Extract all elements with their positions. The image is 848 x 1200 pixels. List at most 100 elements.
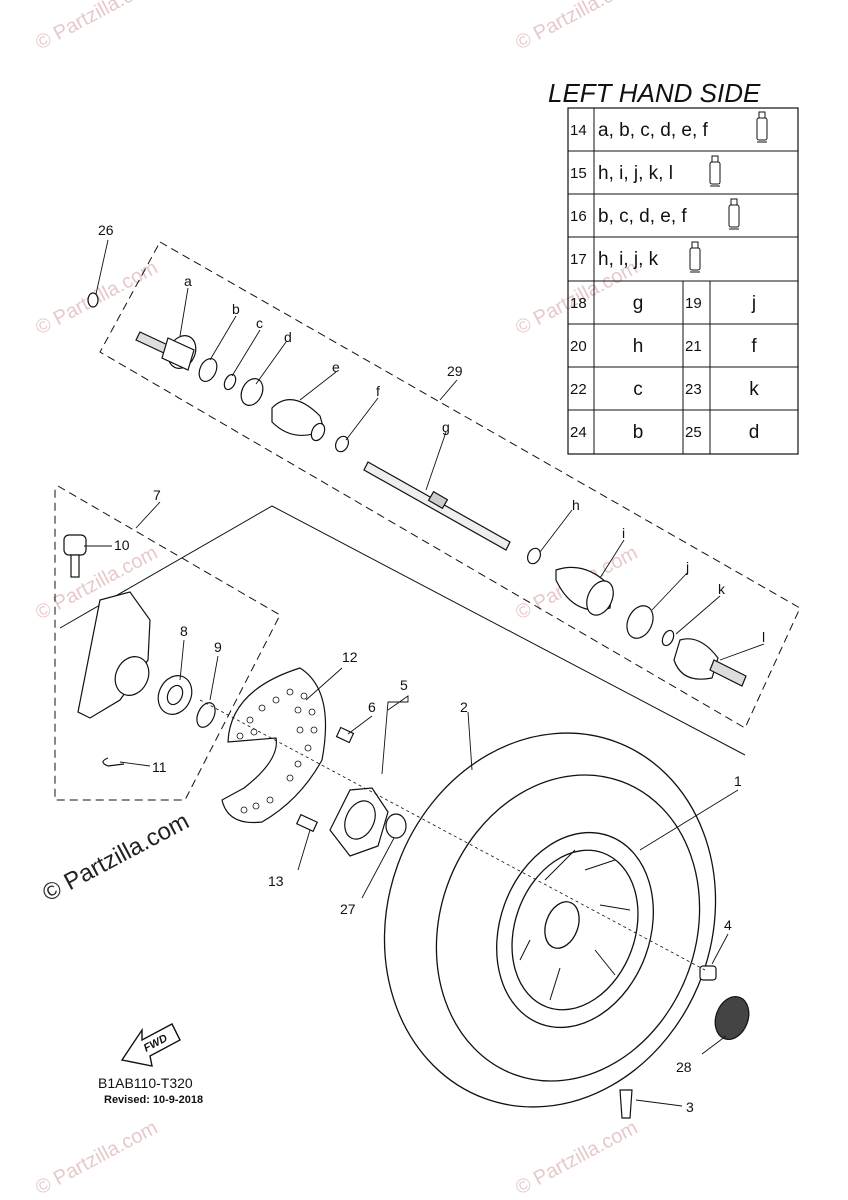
grease-tube-icon — [709, 155, 721, 187]
callout-7: 7 — [153, 487, 161, 503]
drive-shaft-group-outline — [99, 241, 801, 729]
callout-c: c — [256, 315, 263, 331]
nut-part-4 — [699, 965, 717, 981]
knuckle-parts — [63, 534, 216, 767]
watermark: © Partzilla.com — [32, 0, 161, 54]
callout-a: a — [184, 273, 192, 289]
leader-lines — [84, 239, 765, 1107]
tire-part-2 — [383, 732, 717, 1108]
ball-joint-part-10 — [63, 534, 87, 578]
watermark: © Partzilla.com — [512, 0, 641, 54]
watermark-main: © Partzilla.com — [38, 808, 193, 908]
callout-28: 28 — [676, 1059, 692, 1075]
table-cell-letter: h — [633, 336, 644, 357]
wheel-rim-part-1 — [496, 831, 654, 1029]
brake-disc-part-12 — [221, 667, 327, 824]
callout-8: 8 — [180, 623, 188, 639]
boot-part-i — [555, 566, 614, 616]
left-hand-side-table: LEFT HAND SIDE 14 a, b, c, d, e, f 15 h,… — [548, 78, 799, 455]
grease-tube-icon — [689, 241, 701, 273]
callout-b: b — [232, 301, 240, 317]
callout-3: 3 — [686, 1099, 694, 1115]
band-part-h — [526, 547, 542, 565]
table-row-letters: h, i, j, k, l — [598, 163, 673, 184]
callout-27: 27 — [340, 901, 356, 917]
callout-9: 9 — [214, 639, 222, 655]
steering-knuckle — [77, 591, 151, 719]
table-cell-number: 24 — [570, 424, 587, 441]
bolt-part-13 — [295, 813, 319, 833]
grease-tube-icon — [756, 111, 768, 143]
callout-13: 13 — [268, 873, 284, 889]
table-row-number: 15 — [570, 165, 587, 182]
callout-1: 1 — [734, 773, 742, 789]
callout-k: k — [718, 581, 726, 597]
callout-f: f — [376, 383, 380, 399]
callouts: 26 a b c d e f 29 g h i j k l 7 10 8 9 1… — [98, 222, 765, 1115]
band-part-f — [334, 435, 350, 453]
boot-part-e — [271, 399, 326, 442]
circlip-part-26 — [87, 292, 99, 308]
circlip-part-9 — [196, 702, 216, 728]
table-cell-number: 19 — [685, 295, 702, 312]
hub-parts — [295, 726, 407, 857]
valve-part-3 — [619, 1089, 633, 1119]
table-cell-letter: g — [633, 293, 644, 314]
callout-4: 4 — [724, 917, 732, 933]
table-row-number: 14 — [570, 122, 587, 139]
table-cell-number: 21 — [685, 338, 702, 355]
table-row-letters: h, i, j, k — [598, 249, 659, 270]
table-title: LEFT HAND SIDE — [548, 78, 761, 108]
watermark: © Partzilla.com — [32, 1117, 161, 1200]
band-part-d — [240, 378, 264, 406]
circlip-part-c — [223, 373, 237, 391]
watermark: © Partzilla.com — [512, 1117, 641, 1200]
table-cell-number: 22 — [570, 381, 587, 398]
callout-h: h — [572, 497, 580, 513]
callout-d: d — [284, 329, 292, 345]
revised-date: Revised: 10-9-2018 — [104, 1094, 203, 1106]
table-row-letters: a, b, c, d, e, f — [598, 120, 709, 141]
callout-10: 10 — [114, 537, 130, 553]
table-row-number: 16 — [570, 208, 587, 225]
table-row-letters: b, c, d, e, f — [598, 206, 687, 227]
hub-cap-part-28 — [714, 996, 750, 1040]
table-cell-letter: d — [749, 422, 760, 443]
bolt-part-6 — [335, 726, 355, 744]
drive-shaft-parts — [87, 292, 747, 687]
wheel-assembly-outline — [59, 505, 746, 756]
table-cell-number: 18 — [570, 295, 587, 312]
collar-part-27 — [385, 813, 407, 839]
table-cell-number: 23 — [685, 381, 702, 398]
outer-joint-part-l — [673, 638, 747, 687]
callout-2: 2 — [460, 699, 468, 715]
callout-26: 26 — [98, 222, 114, 238]
shaft-part-g — [363, 461, 511, 551]
callout-12: 12 — [342, 649, 358, 665]
cotter-pin-part-11 — [102, 757, 125, 767]
callout-j: j — [685, 559, 689, 575]
table-cell-number: 20 — [570, 338, 587, 355]
group-outlines — [54, 241, 801, 801]
table-cell-letter: c — [633, 379, 643, 400]
table-cell-letter: b — [633, 422, 644, 443]
table-row-number: 17 — [570, 251, 587, 268]
table-cell-letter: f — [751, 336, 757, 357]
diagram-code: B1AB110-T320 — [98, 1075, 193, 1091]
table-cell-number: 25 — [685, 424, 702, 441]
band-part-j — [626, 605, 654, 639]
tire-and-wheel — [383, 732, 717, 1108]
grease-tube-icon — [728, 198, 740, 230]
table-cell-letter: k — [749, 379, 759, 400]
inner-joint-part-a — [135, 331, 197, 371]
callout-5: 5 — [400, 677, 408, 693]
callout-6: 6 — [368, 699, 376, 715]
forward-arrow-icon: FWD — [120, 1023, 181, 1067]
callout-29: 29 — [447, 363, 463, 379]
callout-11: 11 — [152, 759, 167, 775]
callout-l: l — [762, 629, 765, 645]
callout-g: g — [442, 419, 450, 435]
callout-e: e — [332, 359, 340, 375]
table-cell-letter: j — [751, 293, 756, 314]
